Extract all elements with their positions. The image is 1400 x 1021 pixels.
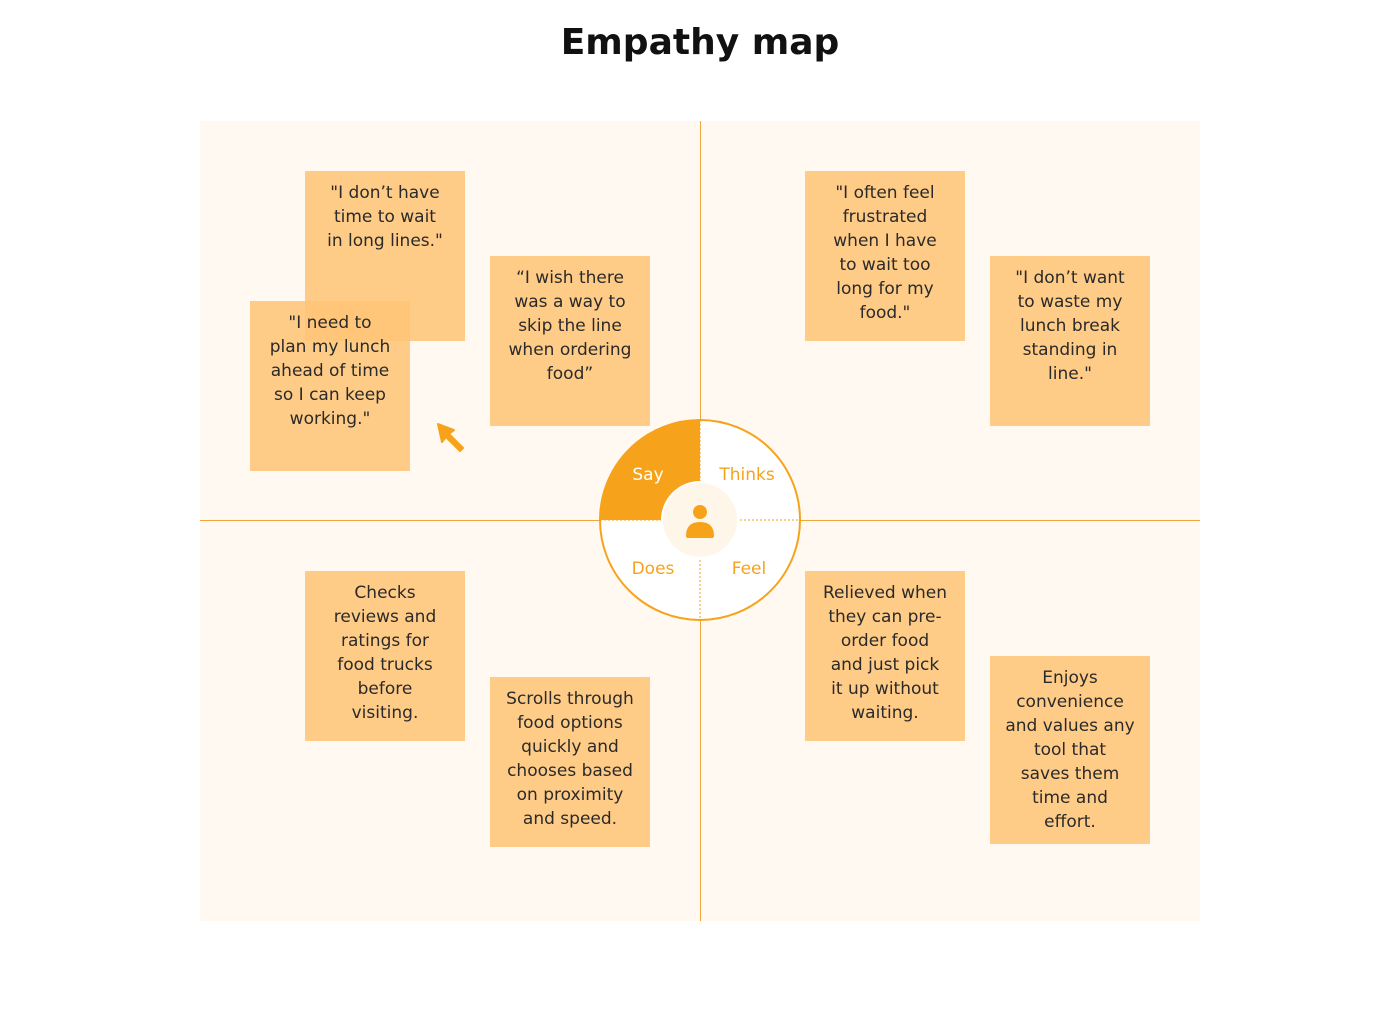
sticky-note-thinks-2[interactable]: "I don’t want to waste my lunch break st… [990,256,1150,426]
sticky-note-feel-2[interactable]: Enjoys convenience and values any tool t… [990,656,1150,844]
sticky-note-say-2[interactable]: "I need to plan my lunch ahead of time s… [250,301,410,471]
sticky-note-does-2[interactable]: Scrolls through food options quickly and… [490,677,650,847]
sticky-note-text: “I wish there was a way to skip the line… [508,268,632,384]
quadrant-label-say[interactable]: Say [632,465,663,485]
quadrant-label-thinks[interactable]: Thinks [718,465,775,485]
sticky-note-text: "I need to plan my lunch ahead of time s… [269,313,391,429]
sticky-note-does-1[interactable]: Checks reviews and ratings for food truc… [305,571,465,741]
sticky-note-text: Checks reviews and ratings for food truc… [333,583,437,723]
sticky-note-text: "I don’t want to waste my lunch break st… [1015,268,1125,384]
quadrant-wheel: Say Thinks Does Feel [599,419,801,621]
cursor-arrow-icon [437,423,464,452]
sticky-note-say-3[interactable]: “I wish there was a way to skip the line… [490,256,650,426]
sticky-note-text: Relieved when they can pre- order food a… [822,583,948,723]
sticky-note-feel-1[interactable]: Relieved when they can pre- order food a… [805,571,965,741]
quadrant-label-does[interactable]: Does [632,559,675,579]
page-title: Empathy map [560,22,840,63]
sticky-note-text: Scrolls through food options quickly and… [506,689,634,829]
user-icon [686,505,714,538]
quadrant-label-feel[interactable]: Feel [732,559,767,579]
sticky-note-text: Enjoys convenience and values any tool t… [1005,668,1135,832]
sticky-note-text: "I don’t have time to wait in long lines… [327,183,443,251]
sticky-note-thinks-1[interactable]: "I often feel frustrated when I have to … [805,171,965,341]
sticky-note-text: "I often feel frustrated when I have to … [833,183,937,323]
